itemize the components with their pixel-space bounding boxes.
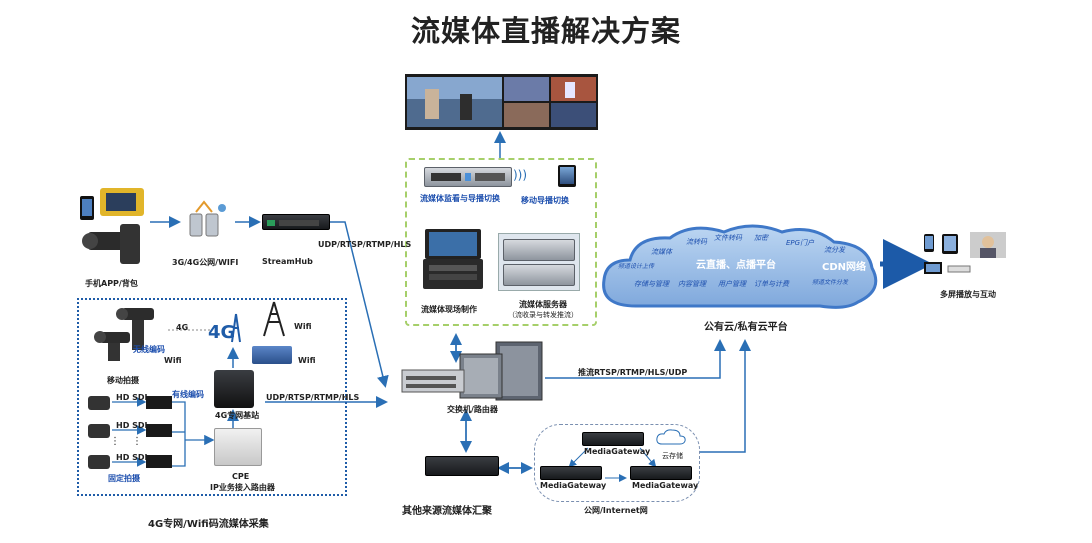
encoder-3 [146,455,172,468]
cpe-label: CPE [232,472,250,481]
monitor-wall-image [407,77,596,127]
collection-box [77,298,347,496]
network-icon [182,200,232,240]
wifi-ap-label: Wifi [298,356,316,365]
collection-caption: 4G专网/Wifi码流媒体采集 [148,519,269,530]
mobile-shoot-label: 移动拍摄 [107,376,139,385]
cloud-center-left: 云直播、点播平台 [696,258,776,271]
camera-4g-label: 4G [176,323,189,332]
encoder-2 [146,424,172,437]
hd-sdi-3: HD SDI [116,453,148,462]
gateway-left-device [540,466,602,480]
cpe-sublabel: IP业务接入路由器 [210,483,275,492]
multi-screen-caption: 多屏播放与互动 [940,290,996,299]
cloud-tag-7: 存储与管理 [634,280,670,288]
line-encoders-to-cpe [170,401,186,467]
line-streamhub-to-switch [330,221,389,388]
cloud-tag-5: 流分发 [824,246,846,254]
line-switch-to-cloud [545,339,726,379]
4g-antenna-icon: 4G [206,306,246,346]
camera-2 [88,424,110,438]
director-switch-label: 流媒体监看与导播切换 [420,194,500,203]
gateway-right-device [630,466,692,480]
field-production-device [421,227,485,293]
mobile-switch-label: 移动导播切换 [521,196,569,205]
multi-screen-devices [922,232,1010,282]
gateway-left-label: MediaGateway [540,481,607,490]
cloud-tag-4: EPG门户 [786,239,815,247]
other-sources-device [425,456,499,476]
badge-4g-text: 4G [208,322,235,343]
director-rack [424,167,512,187]
wired-encode-label: 有线编码 [172,390,204,399]
switch-router-device [400,340,546,402]
gateway-top-device [582,432,644,446]
streamhub-label: StreamHub [262,257,313,266]
gateway-top-label: MediaGateway [584,447,651,456]
field-production-label: 流媒体现场制作 [421,305,477,314]
mobile-app-devices [78,186,150,272]
encoder-1 [146,396,172,409]
cloud-tag-1: 流转码 [686,238,708,246]
production-box [405,158,597,326]
fixed-shoot-label: 固定拍摄 [108,474,140,483]
wireless-encode-label: 无线编码 [133,345,165,354]
mobile-app-label: 手机APP/背包 [85,279,138,288]
media-server-sublabel: （流收录与转发推流） [508,311,578,319]
camera-3 [88,455,110,469]
camera-wifi-label: Wifi [164,356,182,365]
line-internet-to-cloud [700,339,751,453]
ellipsis-dots: ⋮ [110,436,120,447]
other-sources-label: 其他来源流媒体汇聚 [402,506,492,517]
switch-router-label: 交换机/路由器 [447,405,498,414]
hd-sdi-2: HD SDI [116,421,148,430]
cloud-tag-2: 文件转码 [714,234,743,242]
cloud-caption: 公有云/私有云平台 [704,322,788,333]
wireless-signal-icon: ))) [513,168,528,182]
monitor-wall [405,74,598,130]
ellipsis-dots-2: ⋮ [132,436,142,447]
camera-1 [88,396,110,410]
base-station-label: 4G专网基站 [215,411,260,420]
cloud-tag-3: 加密 [754,234,769,242]
wifi-tower-label: Wifi [294,322,312,331]
media-server-stack [498,233,580,291]
cloud-tag-10: 订单与计费 [754,280,790,288]
cloud-tag-9: 用户管理 [718,280,747,288]
media-server-label: 流媒体服务器 [519,300,567,309]
cloud-storage-icon [654,428,688,448]
cloud-storage-label: 云存储 [662,452,683,460]
hd-sdi-1: HD SDI [116,393,148,402]
gateway-right-label: MediaGateway [632,481,699,490]
wifi-ap-icon [252,346,292,364]
base-station-device [214,370,254,408]
page-title: 流媒体直播解决方案 [410,14,681,48]
streamhub-protocol-label: UDP/RTSP/RTMP/HLS [318,240,412,249]
internet-caption: 公网/Internet网 [584,506,648,515]
cloud-tag-8: 内容管理 [678,280,707,288]
cpe-device [214,428,262,466]
cloud-center-right: CDN网络 [822,260,866,273]
streamhub-device [262,214,330,230]
cloud-platform: 流媒体 流转码 文件转码 加密 EPG门户 流分发 频道设计上传 云直播、点播平… [602,224,878,309]
wifi-tower-icon [262,300,286,338]
cloud-tag-0: 流媒体 [651,248,673,256]
base-protocol-label: UDP/RTSP/RTMP/HLS [266,393,360,402]
cloud-tag-11: 频道文件分发 [812,278,849,286]
tablet-icon [558,165,576,187]
wireless-cameras [92,302,170,362]
push-protocol-label: 推流RTSP/RTMP/HLS/UDP [578,368,688,377]
cloud-tag-6: 频道设计上传 [618,262,655,270]
network-label: 3G/4G公网/WIFI [172,258,239,267]
internet-box [534,424,700,502]
